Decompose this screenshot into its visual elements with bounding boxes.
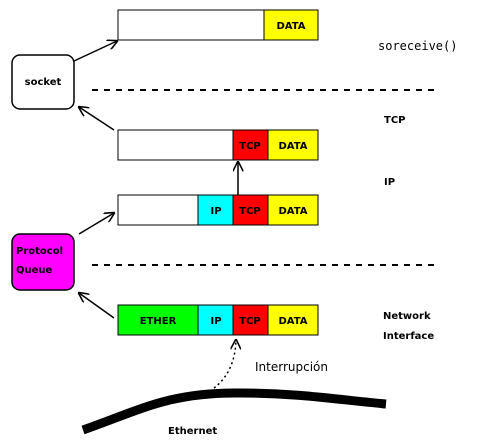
arrow-to-socket	[79, 107, 115, 131]
tcp-segment-label: TCP	[239, 141, 261, 152]
ethernet-cable	[81, 388, 387, 435]
ip-segment-label: IP	[210, 316, 221, 327]
tcp-segment-label: TCP	[239, 316, 261, 327]
interrupt-arrow	[213, 340, 236, 389]
socket-label: socket	[25, 77, 62, 88]
packet-tcp-level: TCP DATA	[117, 129, 319, 161]
interrupcion-label: Interrupción	[255, 360, 328, 374]
ether-segment-label: ETHER	[140, 316, 177, 327]
ip-segment-label: IP	[210, 206, 221, 217]
socket-box: socket	[11, 54, 75, 110]
data-segment-label: DATA	[278, 206, 307, 217]
network-label: Network	[383, 311, 431, 322]
interface-label: Interface	[383, 331, 434, 342]
packet-ip-level: IP TCP DATA	[117, 194, 319, 226]
queue-label: Queue	[16, 265, 53, 276]
arrow-queue-to-ip	[78, 213, 114, 235]
arrow-to-protocol-queue	[79, 293, 115, 319]
ethernet-label: Ethernet	[168, 426, 217, 437]
ip-layer-label: IP	[384, 177, 395, 188]
soreceive-label: soreceive()	[378, 39, 457, 53]
arrow-to-soreceive	[73, 41, 117, 62]
protocol-queue-box: Protocol Queue	[11, 233, 75, 291]
tcp-layer-label: TCP	[384, 115, 406, 126]
data-segment-label: DATA	[278, 141, 307, 152]
tcp-segment-label: TCP	[239, 206, 261, 217]
packet-socket-level: DATA	[117, 9, 319, 41]
data-segment-label: DATA	[278, 316, 307, 327]
packet-ether-level: ETHER IP TCP DATA	[117, 304, 319, 336]
data-segment-label: DATA	[276, 21, 305, 32]
protocol-label: Protocol	[16, 246, 63, 257]
